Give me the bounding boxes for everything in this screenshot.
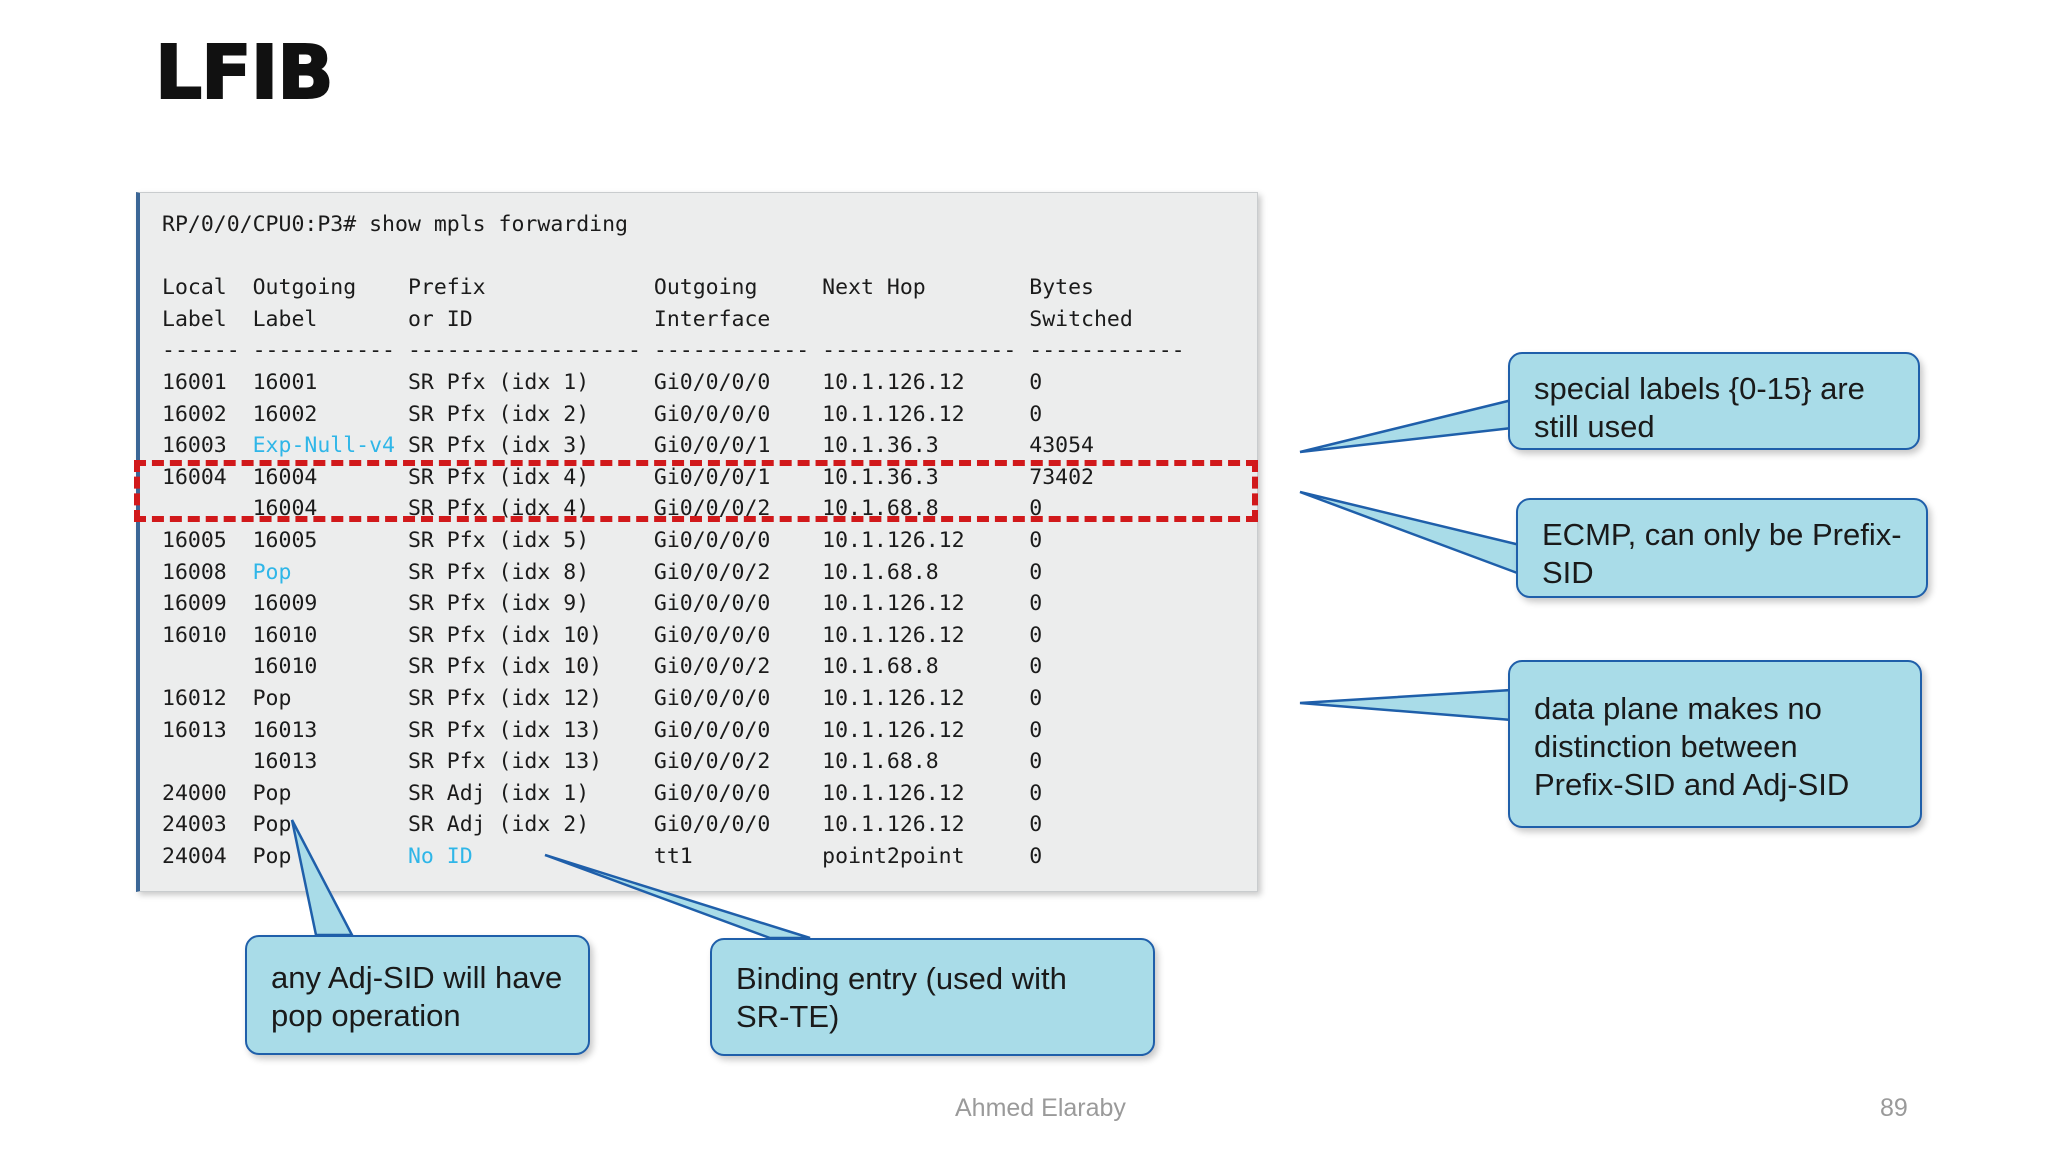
callout-binding-entry[interactable]: Binding entry (used with SR-TE)	[710, 938, 1155, 1056]
terminal-row: 16013 SR Pfx (idx 13) Gi0/0/0/2 10.1.68.…	[162, 749, 1043, 775]
callout-ecmp[interactable]: ECMP, can only be Prefix- SID	[1516, 498, 1928, 598]
ecmp-highlight-box	[134, 460, 1258, 522]
callout-line-1: Binding entry (used with	[736, 961, 1067, 996]
terminal-header-line-2: Label Label or ID Interface Switched	[162, 306, 1133, 332]
terminal-row: 24000 Pop SR Adj (idx 1) Gi0/0/0/0 10.1.…	[162, 780, 1043, 806]
terminal-header-line-1: Local Outgoing Prefix Outgoing Next Hop …	[162, 275, 1094, 301]
callout-line-1: special labels {0-15} are	[1534, 371, 1865, 406]
terminal-output-box: RP/0/0/CPU0:P3# show mpls forwarding Loc…	[136, 192, 1258, 892]
callout-adj-sid-pop[interactable]: any Adj-SID will have pop operation	[245, 935, 590, 1055]
callout-line-2: SID	[1542, 555, 1594, 590]
terminal-blank-line	[162, 241, 1249, 273]
terminal-row: 16001 16001 SR Pfx (idx 1) Gi0/0/0/0 10.…	[162, 369, 1043, 395]
terminal-prompt-line: RP/0/0/CPU0:P3# show mpls forwarding	[162, 212, 628, 237]
terminal-row: 16009 16009 SR Pfx (idx 9) Gi0/0/0/0 10.…	[162, 591, 1043, 617]
page-title: LFIB	[154, 29, 335, 117]
terminal-row: 16010 SR Pfx (idx 10) Gi0/0/0/2 10.1.68.…	[162, 654, 1043, 680]
terminal-row: 16005 16005 SR Pfx (idx 5) Gi0/0/0/0 10.…	[162, 527, 1043, 553]
terminal-row: 16008 Pop SR Pfx (idx 8) Gi0/0/0/2 10.1.…	[162, 559, 1043, 585]
terminal-row: 24004 Pop No ID tt1 point2point 0	[162, 843, 1043, 869]
callout-line-2: distinction between	[1534, 729, 1798, 764]
callout-line-2: pop operation	[271, 998, 461, 1033]
terminal-row: 16003 Exp-Null-v4 SR Pfx (idx 3) Gi0/0/0…	[162, 433, 1094, 459]
terminal-row: 24003 Pop SR Adj (idx 2) Gi0/0/0/0 10.1.…	[162, 812, 1043, 838]
footer-author: Ahmed Elaraby	[955, 1094, 1126, 1122]
terminal-row: 16013 16013 SR Pfx (idx 13) Gi0/0/0/0 10…	[162, 717, 1043, 743]
callout-line-1: any Adj-SID will have	[271, 960, 563, 995]
callout-line-1: data plane makes no	[1534, 691, 1822, 726]
callout-line-1: ECMP, can only be Prefix-	[1542, 517, 1902, 552]
terminal-text: RP/0/0/CPU0:P3# show mpls forwarding Loc…	[162, 209, 1249, 887]
terminal-row: 16012 Pop SR Pfx (idx 12) Gi0/0/0/0 10.1…	[162, 685, 1043, 711]
callout-line-2: still used	[1534, 409, 1655, 444]
terminal-separator-line: ------ ----------- ------------------ --…	[162, 338, 1185, 364]
callout-data-plane[interactable]: data plane makes no distinction between …	[1508, 660, 1922, 828]
terminal-row: 16002 16002 SR Pfx (idx 2) Gi0/0/0/0 10.…	[162, 401, 1043, 427]
callout-special-labels[interactable]: special labels {0-15} are still used	[1508, 352, 1920, 450]
terminal-row: 16004 16004 SR Pfx (idx 4) Gi0/0/0/1 10.…	[162, 464, 1094, 490]
terminal-row: 16010 16010 SR Pfx (idx 10) Gi0/0/0/0 10…	[162, 622, 1043, 648]
callout-line-2: SR-TE)	[736, 999, 840, 1034]
callout-line-3: Prefix-SID and Adj-SID	[1534, 767, 1850, 802]
footer-page-number: 89	[1880, 1094, 1908, 1122]
